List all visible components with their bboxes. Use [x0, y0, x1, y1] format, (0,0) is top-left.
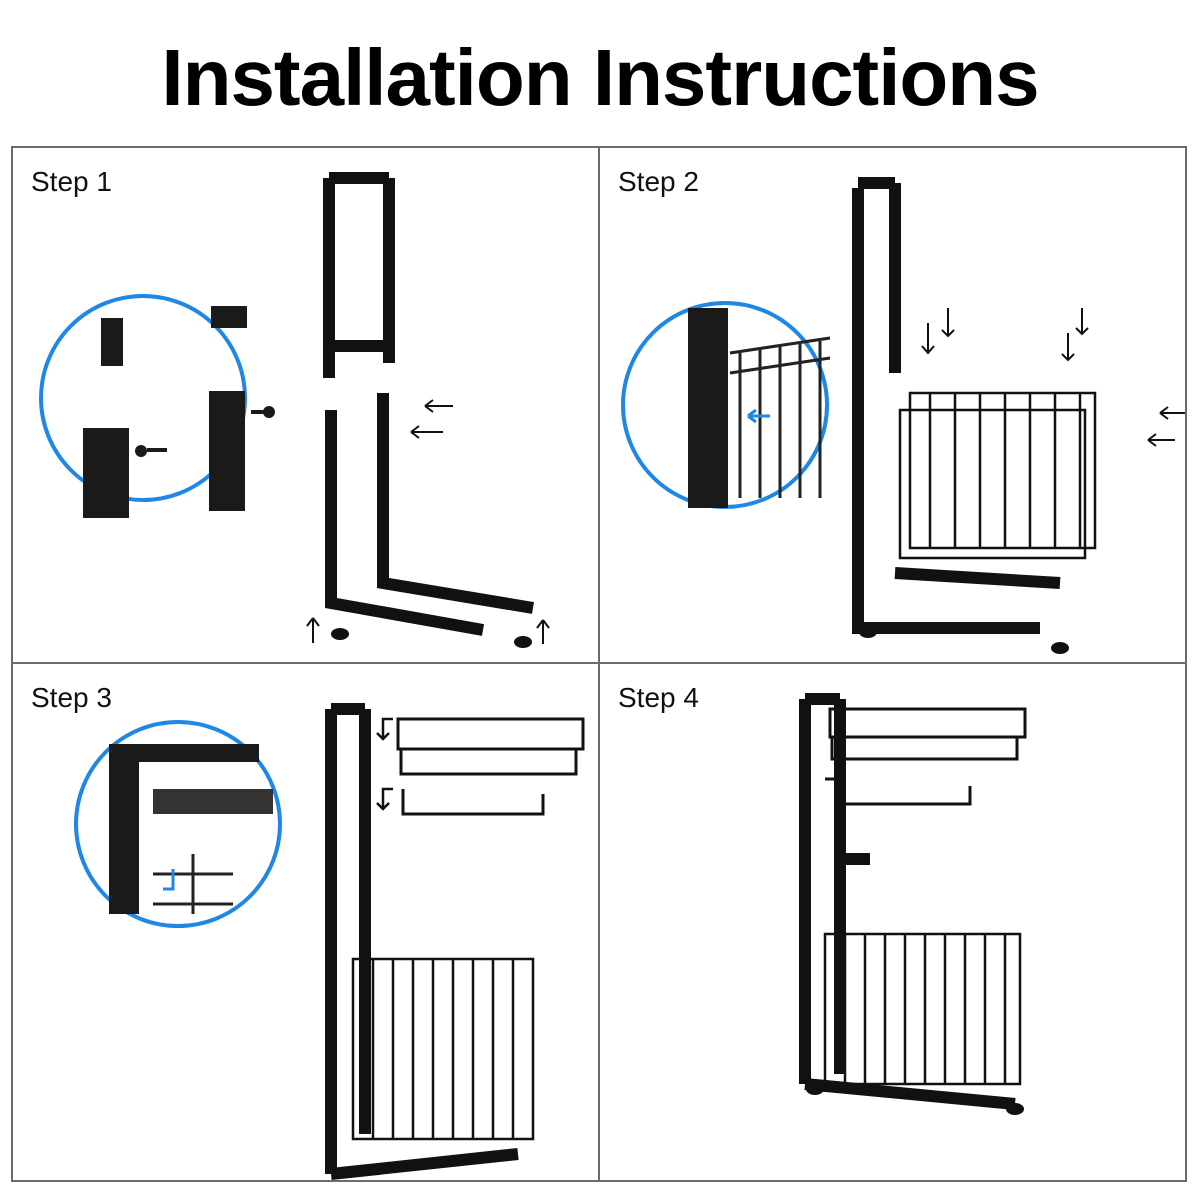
- step-1-arrows: [306, 399, 550, 644]
- step-1-feet: [331, 628, 532, 648]
- step-1-upper-frame: [323, 172, 395, 378]
- step-2-feet: [859, 626, 1069, 654]
- step-2-illustration: [621, 177, 1185, 654]
- step-1-label: Step 1: [31, 166, 112, 197]
- page-title: Installation Instructions: [161, 33, 1039, 122]
- step-1-lower-legs: [325, 393, 534, 636]
- step-4-towel-bar: [825, 777, 972, 806]
- step-3-towel-bar: [401, 789, 545, 816]
- step-1-illustration: [39, 172, 550, 648]
- step-4-feet: [806, 1083, 1024, 1115]
- step-3-illustration: [74, 703, 585, 1180]
- step-2-side-frame: [852, 177, 1061, 634]
- step-1-panel: Step 1: [13, 148, 600, 664]
- step-4-panel: Step 4: [600, 664, 1185, 1180]
- step-4-illustration: [799, 693, 1027, 1115]
- step-3-side-frame: [325, 703, 519, 1180]
- step-3-wire-basket: [351, 957, 535, 1141]
- step-3-zoom-detail: [109, 744, 273, 914]
- step-2-wire-basket: [898, 391, 1097, 560]
- step-3-top-tray: [396, 717, 585, 776]
- step-4-frame: [799, 693, 1016, 1110]
- step-3-arrows: [376, 717, 393, 811]
- step-3-label: Step 3: [31, 682, 112, 713]
- step-2-label: Step 2: [618, 166, 699, 197]
- step-1-zoom-detail: [83, 306, 275, 518]
- instructions-grid: Step 1: [11, 146, 1187, 1182]
- step-4-wire-basket: [823, 932, 1022, 1086]
- step-4-label: Step 4: [618, 682, 699, 713]
- step-4-top-tray: [828, 707, 1027, 761]
- step-2-arrows: [921, 308, 1185, 447]
- step-2-zoom-detail: [688, 308, 831, 508]
- step-3-panel: Step 3: [13, 664, 600, 1180]
- step-2-panel: Step 2: [600, 148, 1185, 664]
